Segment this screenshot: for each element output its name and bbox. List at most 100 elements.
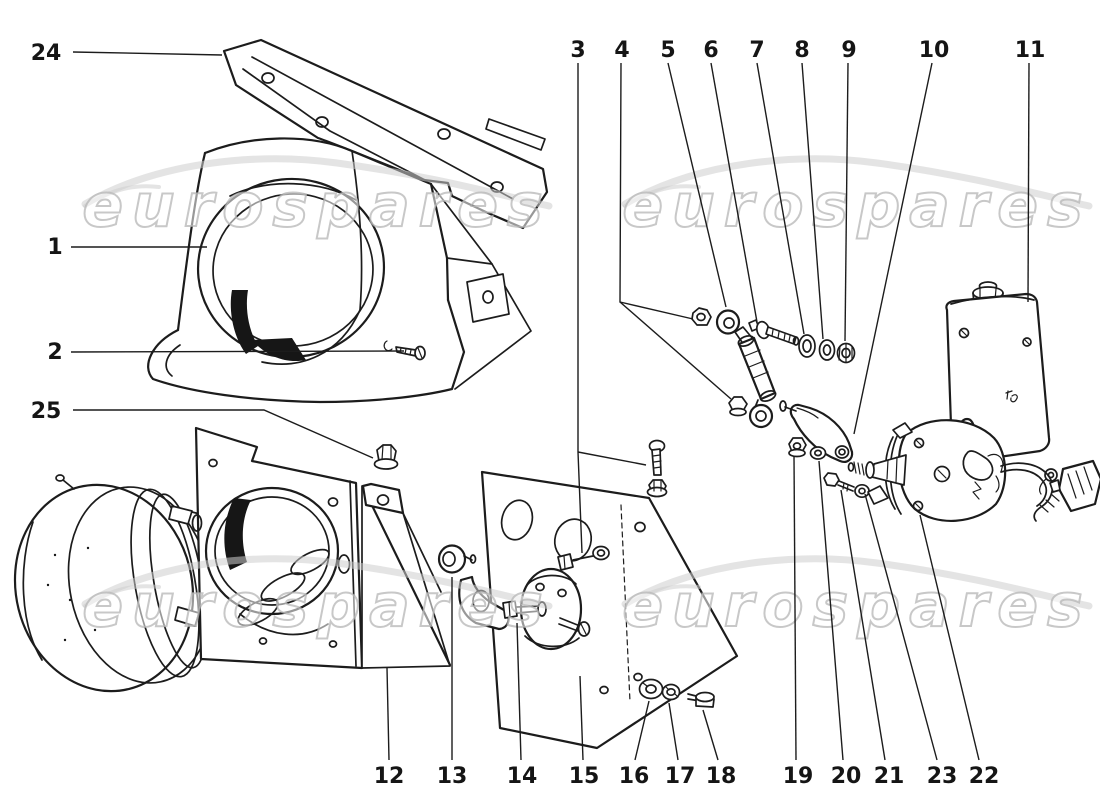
- leader-line-21: [840, 489, 886, 761]
- callout-13: 13: [437, 577, 468, 789]
- eurospares-watermark: eurospares: [621, 155, 1093, 242]
- callout-23: 23: [864, 493, 958, 789]
- callout-18: 18: [702, 709, 737, 789]
- part-number-24: 24: [31, 41, 62, 66]
- part-number-22: 22: [969, 764, 1000, 789]
- leader-line-8: [801, 62, 824, 340]
- part-number-8: 8: [794, 38, 809, 63]
- leader-line-23: [864, 493, 938, 761]
- part-number-19: 19: [783, 764, 814, 789]
- part-number-17: 17: [665, 764, 696, 789]
- leader-line-22: [919, 514, 980, 761]
- leader-line-9: [844, 62, 849, 342]
- part-number-10: 10: [919, 38, 950, 63]
- callout-21: 21: [840, 489, 905, 789]
- part-number-12: 12: [374, 764, 405, 789]
- part-number-21: 21: [874, 764, 905, 789]
- callout-20: 20: [818, 460, 862, 789]
- part-number-7: 7: [749, 38, 764, 63]
- turnbuckle-linkage-drawing: [691, 307, 870, 499]
- rubber-buffer-part-13-drawing: [437, 544, 477, 574]
- part-number-1: 1: [47, 235, 62, 260]
- part-number-9: 9: [841, 38, 856, 63]
- watermark-text: eurospares: [622, 571, 1091, 641]
- callout-2: 2: [47, 340, 405, 365]
- callout-12: 12: [374, 667, 405, 789]
- watermark-text: eurospares: [82, 171, 551, 241]
- leader-line-6: [710, 62, 758, 323]
- leader-line-10: [853, 62, 933, 435]
- leader-line-7: [756, 62, 805, 335]
- leader-line-11: [1027, 62, 1030, 303]
- callout-4: 4: [614, 38, 732, 400]
- support-plate-part-15-drawing: [458, 439, 739, 750]
- callout-5: 5: [660, 38, 727, 308]
- part-number-25: 25: [31, 399, 62, 424]
- leader-line-4: [619, 301, 732, 400]
- callout-3: 3: [570, 38, 647, 554]
- eurospares-watermark: eurospares: [81, 555, 553, 642]
- callout-24: 24: [31, 41, 223, 66]
- callout-6: 6: [703, 38, 758, 323]
- pivot-disc-part-14-drawing: [502, 567, 591, 651]
- callout-25: 25: [31, 399, 374, 459]
- headlamp-bucket-part-1-drawing: [147, 137, 532, 404]
- eurospares-watermark: eurospares: [81, 155, 553, 242]
- lifting-motor-part-11-drawing: [847, 281, 1100, 522]
- screw-part-3-drawing: [557, 545, 610, 571]
- leader-line-16: [634, 700, 650, 761]
- car-silhouette-swoosh: [81, 155, 553, 210]
- parts-drawing: [13, 38, 1100, 750]
- washers-16-17-bolt-18-drawing: [638, 678, 715, 708]
- part-number-20: 20: [831, 764, 862, 789]
- part-number-11: 11: [1015, 38, 1046, 63]
- car-silhouette-swoosh: [81, 555, 553, 610]
- callout-19: 19: [783, 455, 814, 789]
- callout-17: 17: [665, 702, 696, 789]
- part-number-4: 4: [614, 38, 629, 63]
- callout-1: 1: [47, 235, 207, 260]
- leader-line-12: [386, 667, 390, 761]
- leader-line-3: [577, 451, 647, 466]
- leader-line-3: [577, 63, 583, 554]
- callout-14: 14: [507, 622, 538, 789]
- watermarks: eurospares eurospares eurospares eurospa…: [81, 155, 1093, 642]
- callout-8: 8: [794, 38, 824, 340]
- watermark-text: eurospares: [82, 571, 551, 641]
- leader-line-25: [73, 409, 374, 459]
- part-number-5: 5: [660, 38, 675, 63]
- callout-11: 11: [1015, 38, 1046, 303]
- leader-line-20: [818, 460, 844, 761]
- part-number-23: 23: [927, 764, 958, 789]
- leader-line-17: [668, 702, 679, 761]
- callout-22: 22: [919, 514, 1000, 789]
- leader-line-15: [579, 675, 584, 761]
- part-number-6: 6: [703, 38, 718, 63]
- fixing-screw-part-2-drawing: [383, 340, 426, 361]
- part-number-18: 18: [706, 764, 737, 789]
- leader-line-5: [667, 62, 727, 308]
- callout-16: 16: [619, 700, 650, 789]
- part-number-15: 15: [569, 764, 600, 789]
- cover-panel-part-24-drawing: [222, 38, 549, 230]
- callout-10: 10: [853, 38, 950, 435]
- part-number-2: 2: [47, 340, 62, 365]
- bolt-part-3-drawing: [646, 439, 668, 498]
- leader-line-14: [516, 622, 522, 761]
- leader-line-19: [793, 455, 797, 761]
- part-number-3: 3: [570, 38, 585, 63]
- part-number-13: 13: [437, 764, 468, 789]
- part-number-16: 16: [619, 764, 650, 789]
- watermark-text: eurospares: [622, 171, 1091, 241]
- car-silhouette-swoosh: [621, 555, 1093, 610]
- callout-15: 15: [569, 675, 600, 789]
- callout-9: 9: [841, 38, 857, 342]
- leader-line-2: [70, 350, 405, 353]
- part-number-14: 14: [507, 764, 538, 789]
- leader-line-24: [72, 51, 223, 56]
- leader-line-18: [702, 709, 719, 761]
- callout-7: 7: [749, 38, 805, 335]
